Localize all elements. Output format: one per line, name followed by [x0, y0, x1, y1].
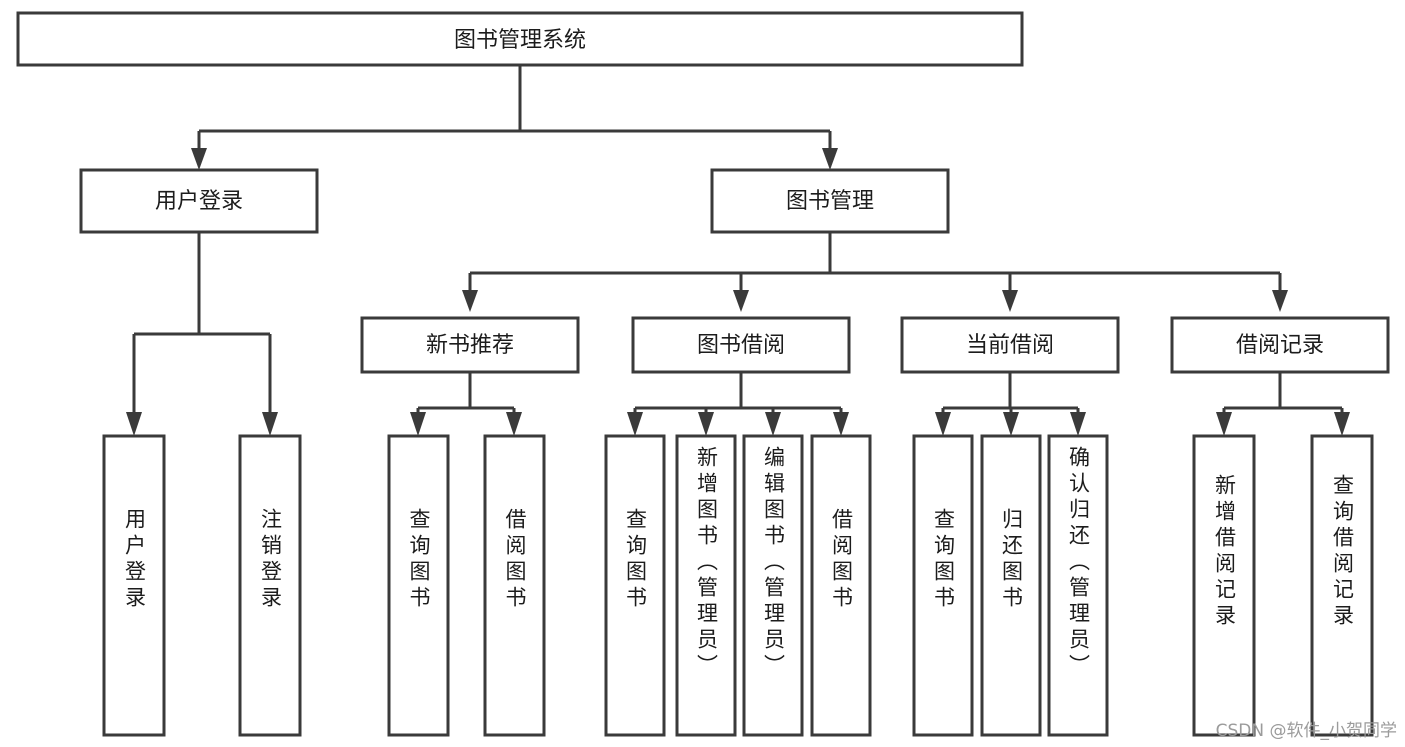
- leaf-box-book-borrow-2[interactable]: [742, 434, 804, 737]
- node-book-management-box[interactable]: [710, 168, 950, 234]
- connector-group-new-book-to-leaves: [410, 372, 522, 436]
- node-current-borrow-label: 当前借阅: [966, 333, 1054, 358]
- arrow-head-icon: [1216, 412, 1232, 436]
- node-borrow-record[interactable]: 借阅记录: [1170, 316, 1390, 374]
- node-borrow-record-label: 借阅记录: [1236, 333, 1324, 358]
- connector-group-book-borrow-to-leaves: [627, 372, 849, 436]
- connector-group-root-to-level2: [191, 65, 838, 170]
- arrow-head-icon: [191, 148, 207, 170]
- leaf-box-current-borrow-0[interactable]: [912, 434, 974, 737]
- node-book-borrow-label: 图书借阅: [697, 333, 785, 358]
- arrow-head-icon: [410, 412, 426, 436]
- arrow-head-icon: [935, 412, 951, 436]
- arrow-head-icon: [1003, 412, 1019, 436]
- arrow-head-icon: [698, 412, 714, 436]
- leaf-box-book-borrow-1[interactable]: [675, 434, 737, 737]
- node-root[interactable]: 图书管理系统: [16, 11, 1024, 67]
- arrow-head-icon: [765, 412, 781, 436]
- arrow-head-icon: [1334, 412, 1350, 436]
- node-user-login-box[interactable]: [79, 168, 319, 234]
- leaf-box-book-borrow-3[interactable]: [810, 434, 872, 737]
- leaf-box-user-login-1[interactable]: [238, 434, 302, 737]
- leaf-box-user-login-0[interactable]: [102, 434, 166, 737]
- node-current-borrow-box[interactable]: [900, 316, 1120, 374]
- arrow-head-icon: [262, 412, 278, 436]
- leaf-box-book-borrow-0[interactable]: [604, 434, 666, 737]
- leaf-box-current-borrow-1[interactable]: [980, 434, 1042, 737]
- arrow-head-icon: [1272, 290, 1288, 312]
- leaf-box-borrow-record-0[interactable]: [1192, 434, 1256, 737]
- leaf-box-current-borrow-2[interactable]: [1047, 434, 1109, 737]
- leaf-box-new-book-1[interactable]: [483, 434, 546, 737]
- connector-group-current-borrow-to-leaves: [935, 372, 1086, 436]
- node-new-book-recommend-box[interactable]: [360, 316, 580, 374]
- node-book-management-label: 图书管理: [786, 189, 874, 214]
- arrow-head-icon: [506, 412, 522, 436]
- arrow-head-icon: [462, 290, 478, 312]
- node-current-borrow[interactable]: 当前借阅: [900, 316, 1120, 374]
- node-new-book-recommend[interactable]: 新书推荐: [360, 316, 580, 374]
- arrow-head-icon: [1002, 290, 1018, 312]
- connector-group-borrow-record-to-leaves: [1216, 372, 1350, 436]
- node-root-box[interactable]: [16, 11, 1024, 67]
- watermark-text: CSDN @软件_小贺同学: [1215, 721, 1397, 741]
- arrow-head-icon: [1070, 412, 1086, 436]
- node-root-label: 图书管理系统: [454, 28, 586, 53]
- connector-group-user-login-to-leaves: [126, 232, 278, 436]
- arrow-head-icon: [822, 148, 838, 170]
- leaf-box-borrow-record-1[interactable]: [1310, 434, 1374, 737]
- leaf-box-new-book-0[interactable]: [387, 434, 450, 737]
- node-book-management[interactable]: 图书管理: [710, 168, 950, 234]
- node-book-borrow-box[interactable]: [631, 316, 851, 374]
- node-borrow-record-box[interactable]: [1170, 316, 1390, 374]
- arrow-head-icon: [627, 412, 643, 436]
- connector-group-book-mgmt-to-level3: [462, 232, 1288, 312]
- arrow-head-icon: [126, 412, 142, 436]
- arrow-head-icon: [733, 290, 749, 312]
- node-book-borrow[interactable]: 图书借阅: [631, 316, 851, 374]
- node-new-book-recommend-label: 新书推荐: [426, 333, 514, 358]
- arrow-head-icon: [833, 412, 849, 436]
- node-user-login-label: 用户登录: [155, 189, 243, 214]
- node-user-login[interactable]: 用户登录: [79, 168, 319, 234]
